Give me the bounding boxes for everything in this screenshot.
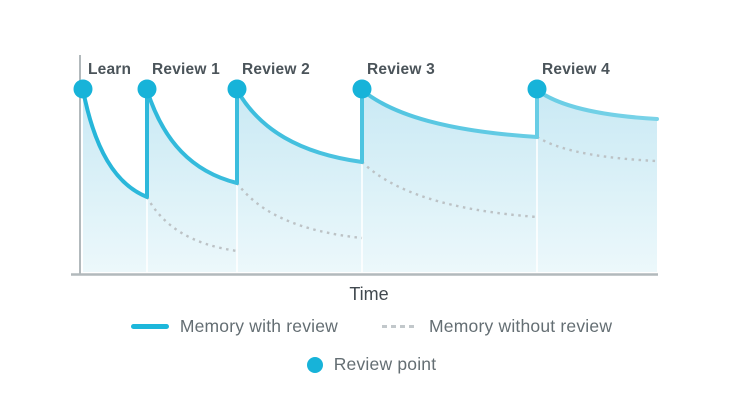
legend-label-review-point: Review point [334,354,437,375]
memory-area-fill [83,90,657,272]
x-axis-title: Time [80,284,658,305]
point-label-review-1: Review 1 [152,61,220,79]
review-point-dot [353,80,372,99]
review-point-dot [138,80,157,99]
point-label-learn: Learn [88,61,131,79]
review-point-dot [528,80,547,99]
legend-row-1: Memory with review Memory without review [131,316,612,337]
legend-label-with-review: Memory with review [180,316,338,337]
review-point-dot [228,80,247,99]
solid-line-swatch-icon [131,324,169,329]
review-point-dot-icon [307,357,323,373]
point-label-review-2: Review 2 [242,61,310,79]
legend-label-without-review: Memory without review [429,316,612,337]
legend: Memory with review Memory without review… [0,316,743,375]
point-label-review-4: Review 4 [542,61,610,79]
legend-item-without-review: Memory without review [382,316,612,337]
dashed-line-swatch-icon [382,325,418,328]
legend-item-review-point: Review point [307,354,437,375]
legend-row-2: Review point [307,354,437,375]
point-label-review-3: Review 3 [367,61,435,79]
review-point-dot [74,80,93,99]
legend-item-with-review: Memory with review [131,316,338,337]
